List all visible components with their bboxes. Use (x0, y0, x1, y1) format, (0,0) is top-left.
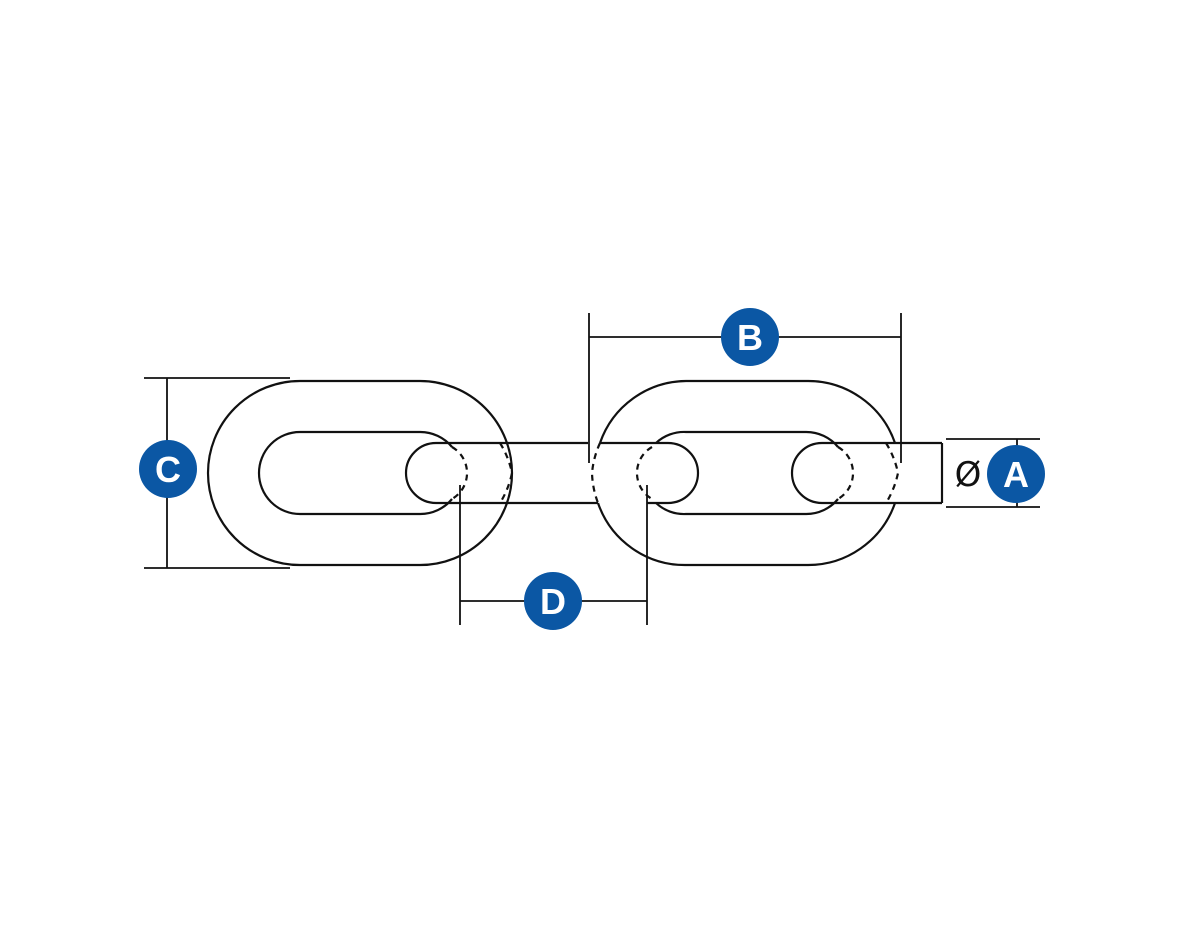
badge-d-label: D (540, 581, 566, 622)
middle-link-right-cap (667, 441, 700, 505)
right-bar-hidden-outer (885, 442, 900, 504)
badge-b-label: B (737, 317, 763, 358)
badge-b: B (721, 308, 779, 366)
middle-link-hidden-left (451, 446, 469, 500)
right-chain-link (596, 379, 944, 567)
badge-d: D (524, 572, 582, 630)
left-link-inner-outline (257, 430, 453, 516)
right-link-outer-bottom (596, 502, 897, 567)
diameter-symbol: Ø (955, 455, 982, 495)
middle-chain-link (404, 441, 700, 505)
middle-link-hidden-through-left (499, 442, 514, 504)
left-chain-link (206, 379, 514, 567)
badge-a-label: A (1003, 454, 1029, 495)
right-bar-hidden-cap (837, 446, 855, 500)
right-link-inner-top (655, 430, 839, 448)
middle-link-hidden-right (635, 446, 653, 500)
middle-link-hidden-through-right (590, 442, 602, 504)
badge-b-circle (721, 308, 779, 366)
badge-c-label: C (155, 449, 181, 490)
right-link-outer-top (598, 379, 897, 444)
middle-link-left-cap (404, 441, 437, 505)
badge-d-circle (524, 572, 582, 630)
left-link-outer-outline (206, 379, 514, 567)
badge-c: C (139, 440, 197, 498)
badge-a-circle (987, 445, 1045, 503)
right-bar-left-cap (790, 441, 823, 505)
badge-a: A (987, 445, 1045, 503)
right-link-inner-bottom (655, 498, 839, 516)
badge-c-circle (139, 440, 197, 498)
